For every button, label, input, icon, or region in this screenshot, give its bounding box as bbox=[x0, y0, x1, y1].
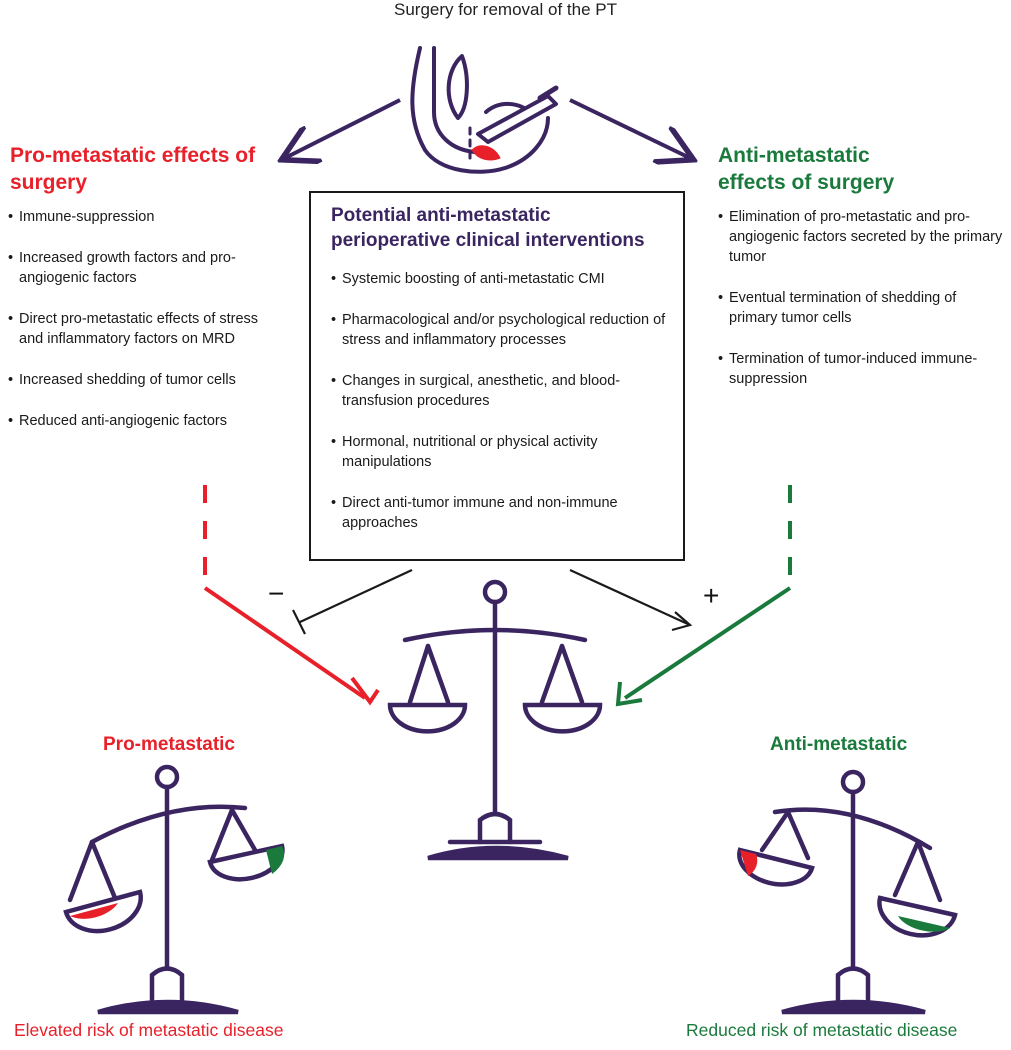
anti-effect-item: Elimination of pro-metastatic and pro-an… bbox=[718, 207, 1006, 267]
intervention-item: Pharmacological and/or psychological red… bbox=[331, 310, 673, 350]
interventions-box: Potential anti-metastatic perioperative … bbox=[309, 191, 685, 561]
anti-outcome-title: Anti-metastatic bbox=[770, 734, 908, 755]
pro-effects-list: Immune-suppression Increased growth fact… bbox=[8, 207, 273, 452]
intervention-item: Direct anti-tumor immune and non-immune … bbox=[331, 493, 673, 533]
anti-metastatic-scale-icon bbox=[737, 769, 958, 1015]
anti-effects-title: Anti-metastatic effects of surgery bbox=[718, 144, 895, 194]
intervention-item: Hormonal, nutritional or physical activi… bbox=[331, 432, 673, 472]
balanced-scale-icon bbox=[387, 579, 603, 861]
pro-metastatic-scale-icon bbox=[63, 764, 285, 1015]
surgery-caption: Surgery for removal of the PT bbox=[394, 0, 617, 19]
intervention-item: Systemic boosting of anti-metastatic CMI bbox=[331, 269, 673, 289]
interventions-list: Systemic boosting of anti-metastatic CMI… bbox=[331, 269, 673, 533]
anti-effect-item: Eventual termination of shedding of prim… bbox=[718, 288, 1006, 328]
anti-effect-item: Termination of tumor-induced immune-supp… bbox=[718, 349, 1006, 389]
anti-effects-list: Elimination of pro-metastatic and pro-an… bbox=[718, 207, 1006, 410]
arrow-to-pro bbox=[285, 98, 401, 158]
elevated-risk-text: Elevated risk of metastatic disease bbox=[14, 1020, 284, 1040]
pro-outcome-title: Pro-metastatic bbox=[103, 734, 235, 755]
pro-effect-item: Reduced anti-angiogenic factors bbox=[8, 411, 273, 431]
pro-effect-item: Increased shedding of tumor cells bbox=[8, 370, 273, 390]
arrow-to-anti bbox=[569, 98, 690, 158]
pro-effect-item: Direct pro-metastatic effects of stress … bbox=[8, 309, 273, 349]
reduced-risk-text: Reduced risk of metastatic disease bbox=[686, 1020, 958, 1040]
pro-effects-title: Pro-metastatic effects of surgery bbox=[10, 144, 256, 194]
intervention-inhibit-line bbox=[292, 569, 413, 635]
anti-activator-line bbox=[615, 485, 792, 707]
pro-effect-item: Immune-suppression bbox=[8, 207, 273, 227]
surgery-illustration-icon bbox=[410, 46, 559, 174]
pro-effect-item: Increased growth factors and pro-angioge… bbox=[8, 248, 273, 288]
minus-sign: − bbox=[268, 578, 285, 609]
plus-sign: + bbox=[703, 580, 720, 611]
pro-inhibitor-line bbox=[203, 485, 380, 706]
intervention-item: Changes in surgical, anesthetic, and blo… bbox=[331, 371, 673, 411]
intervention-activate-line bbox=[569, 569, 693, 632]
interventions-title: Potential anti-metastatic perioperative … bbox=[331, 205, 645, 251]
